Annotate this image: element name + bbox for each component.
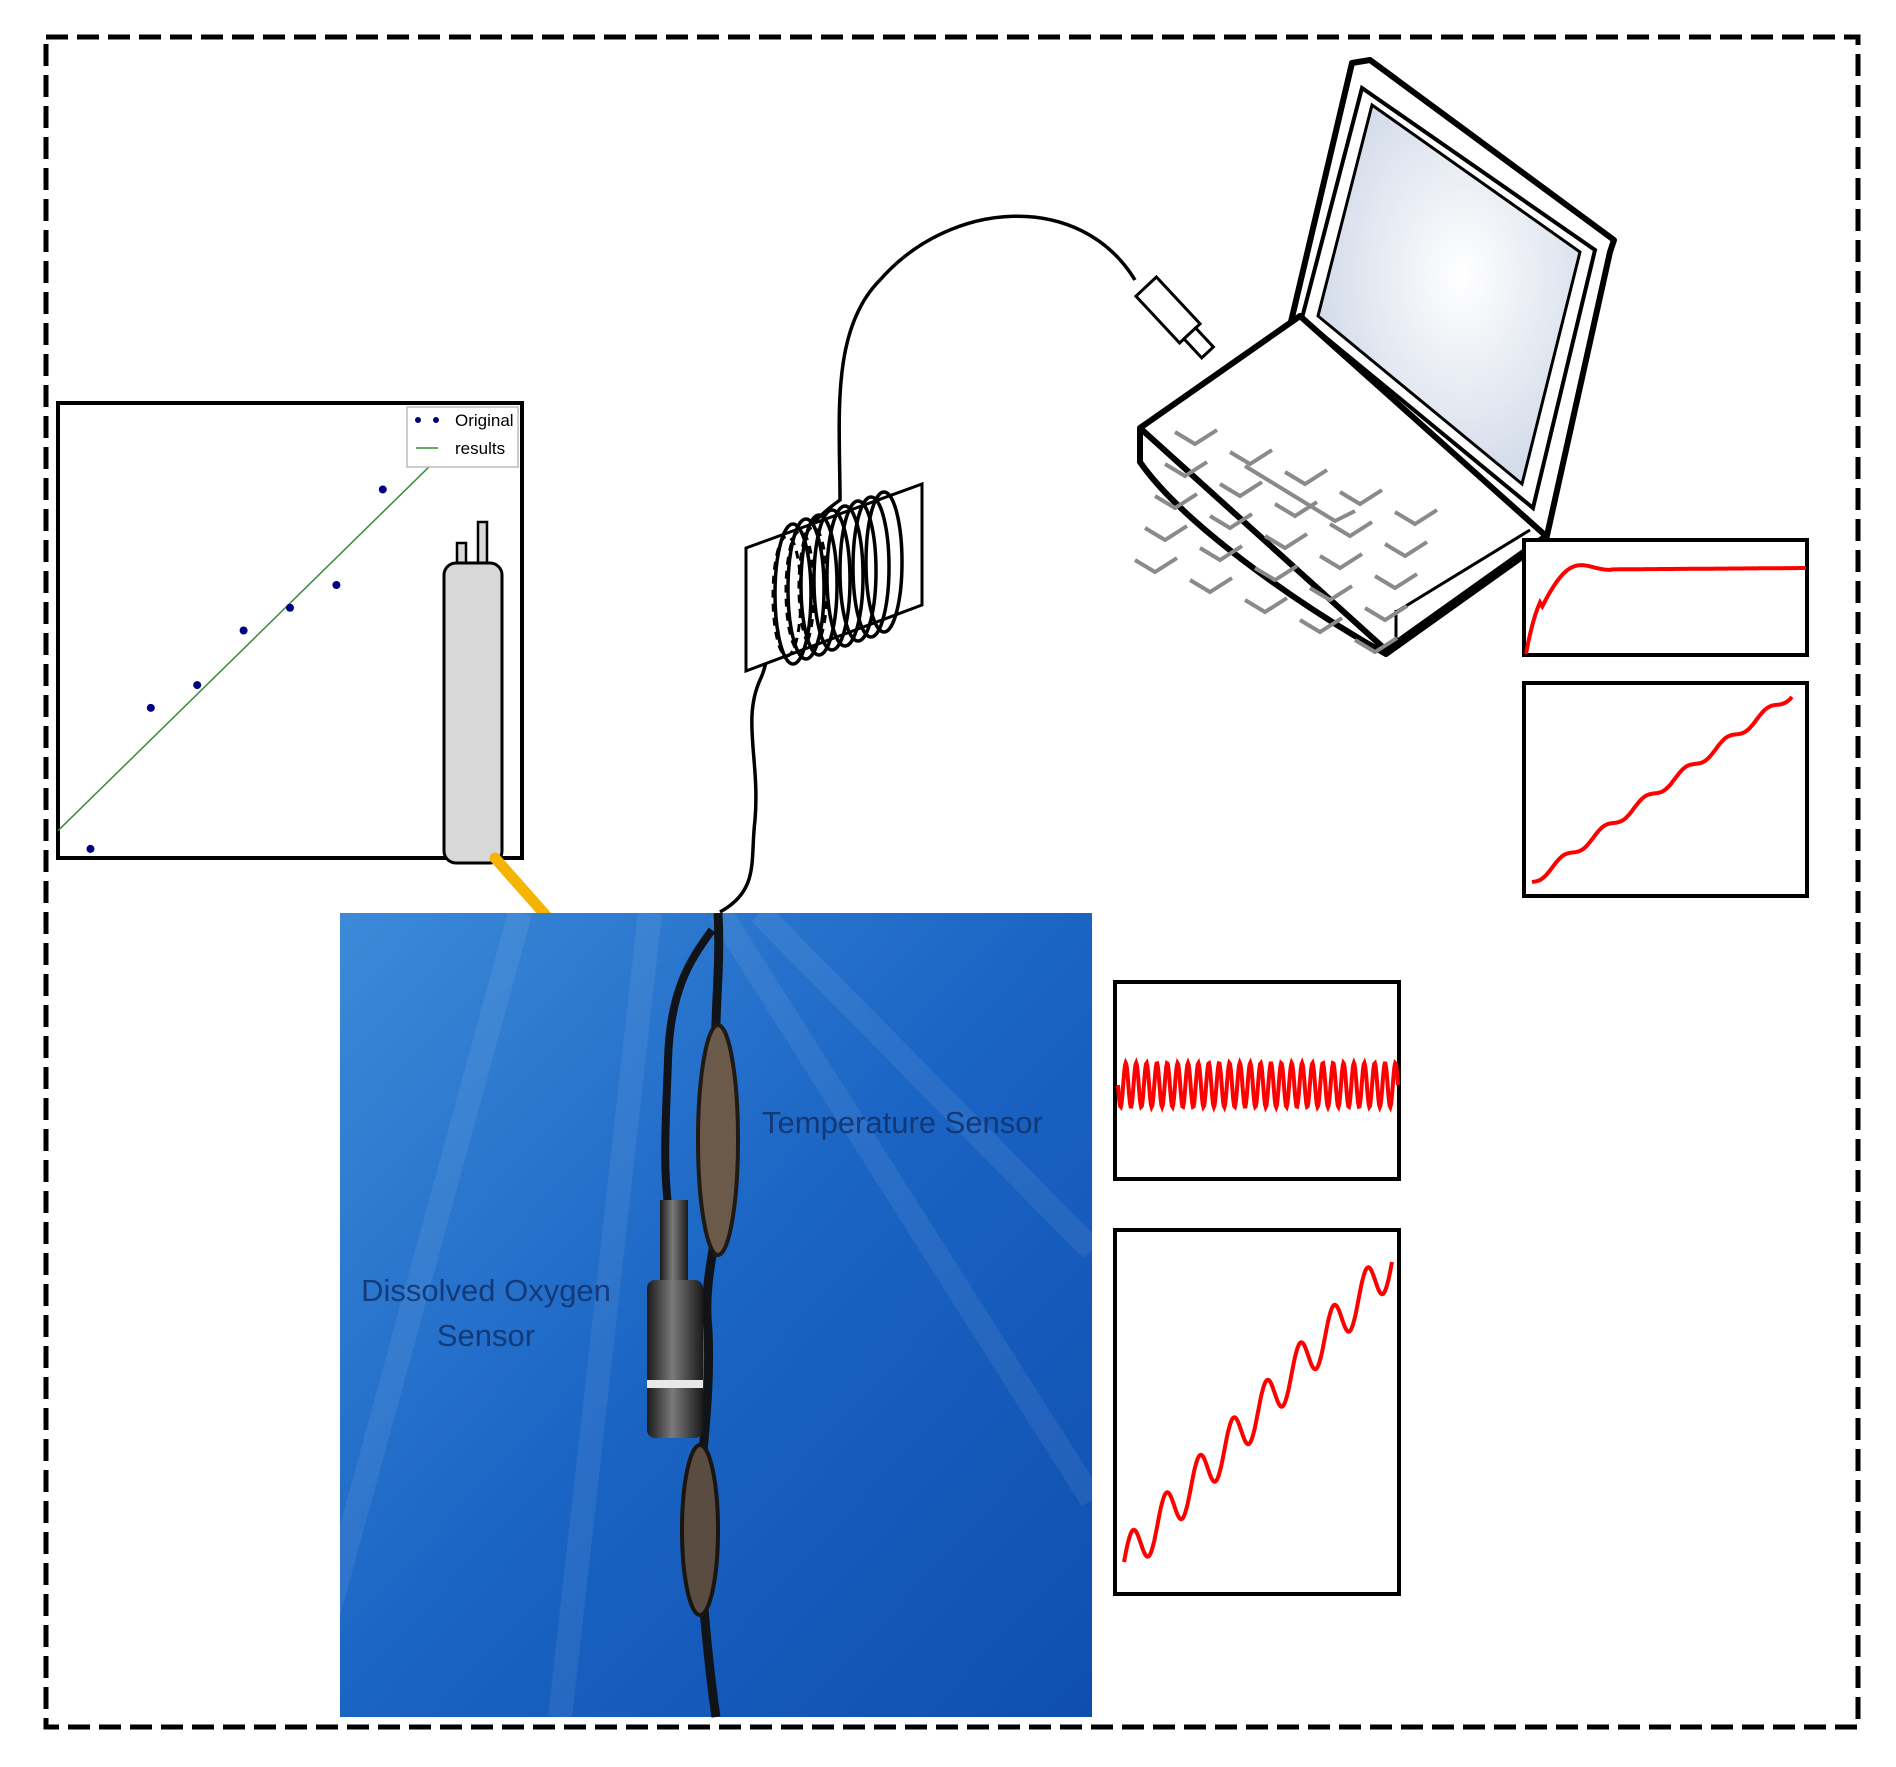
legend-label-results: results	[455, 439, 505, 458]
laptop-key	[1133, 556, 1179, 575]
legend-marker-original-2	[433, 417, 439, 423]
plot-legend-box	[406, 406, 519, 468]
legend-label-original: Original	[455, 411, 514, 430]
laptop-key	[1218, 480, 1264, 499]
diagram-frame	[43, 34, 1861, 1730]
laptop-key	[1188, 576, 1234, 595]
laptop-screen	[1316, 102, 1582, 487]
data-point-original-2	[146, 703, 155, 712]
label-dissolved-oxygen-line2: Sensor	[437, 1318, 535, 1353]
data-logger-coil-icon	[744, 481, 924, 674]
dissolved-oxygen-probe	[647, 1200, 703, 1438]
laptop-key	[1173, 428, 1219, 447]
laptop-key	[1163, 460, 1209, 479]
laptop-spacebar	[1243, 464, 1356, 524]
laptop-key	[1253, 564, 1299, 583]
sensor-photo: Temperature Sensor Dissolved Oxygen Sens…	[288, 904, 1103, 1721]
lower-cable-fitting	[680, 1443, 720, 1617]
data-point-original-5	[286, 603, 294, 612]
photo-cable-branch	[661, 927, 716, 1221]
laptop-key	[1243, 596, 1289, 615]
laptop-key	[1298, 616, 1344, 635]
chart-increase	[1522, 681, 1809, 898]
series-line-plateau	[1524, 563, 1806, 655]
chart-plateau	[1522, 538, 1809, 657]
laptop-key	[1328, 520, 1374, 539]
laptop-key	[1263, 532, 1309, 551]
data-point-original-1	[86, 844, 95, 853]
chart-oscillation	[1113, 980, 1401, 1181]
laptop-keyboard	[1133, 428, 1439, 655]
laptop-key	[1208, 512, 1254, 531]
series-line-increase	[1531, 695, 1794, 884]
laptop-icon	[1133, 57, 1617, 657]
laptop-key	[1353, 636, 1399, 655]
calibration-plot: Original results	[56, 401, 524, 865]
laptop-key	[1393, 508, 1439, 527]
laptop-key	[1363, 604, 1409, 623]
laptop-key	[1198, 544, 1244, 563]
laptop-key	[1373, 572, 1419, 591]
data-point-original-4	[239, 626, 248, 635]
laptop-key	[1153, 492, 1199, 511]
data-point-original-7	[378, 485, 387, 494]
legend-marker-original-1	[415, 417, 421, 423]
laptop-key	[1143, 524, 1189, 543]
chart-increase-oscillation	[1113, 1228, 1401, 1596]
label-temperature-sensor: Temperature Sensor	[762, 1105, 1043, 1140]
laptop-key	[1338, 488, 1384, 507]
laptop-key	[1228, 448, 1274, 467]
label-dissolved-oxygen-line1: Dissolved Oxygen	[361, 1273, 611, 1308]
data-point-original-6	[332, 581, 341, 589]
laptop-key	[1318, 552, 1364, 571]
usb-plug-icon	[1133, 274, 1216, 360]
fit-line-results	[57, 466, 430, 832]
series-line-increase-oscillation	[1122, 1261, 1394, 1563]
calibration-marks	[57, 466, 430, 853]
data-point-original-3	[193, 681, 202, 690]
probe-icon	[442, 520, 504, 865]
laptop-key	[1383, 540, 1429, 559]
series-line-oscillation	[1116, 1057, 1400, 1113]
temperature-sensor-body	[696, 1023, 740, 1257]
laptop-key	[1308, 584, 1354, 603]
laptop-key	[1283, 468, 1329, 487]
